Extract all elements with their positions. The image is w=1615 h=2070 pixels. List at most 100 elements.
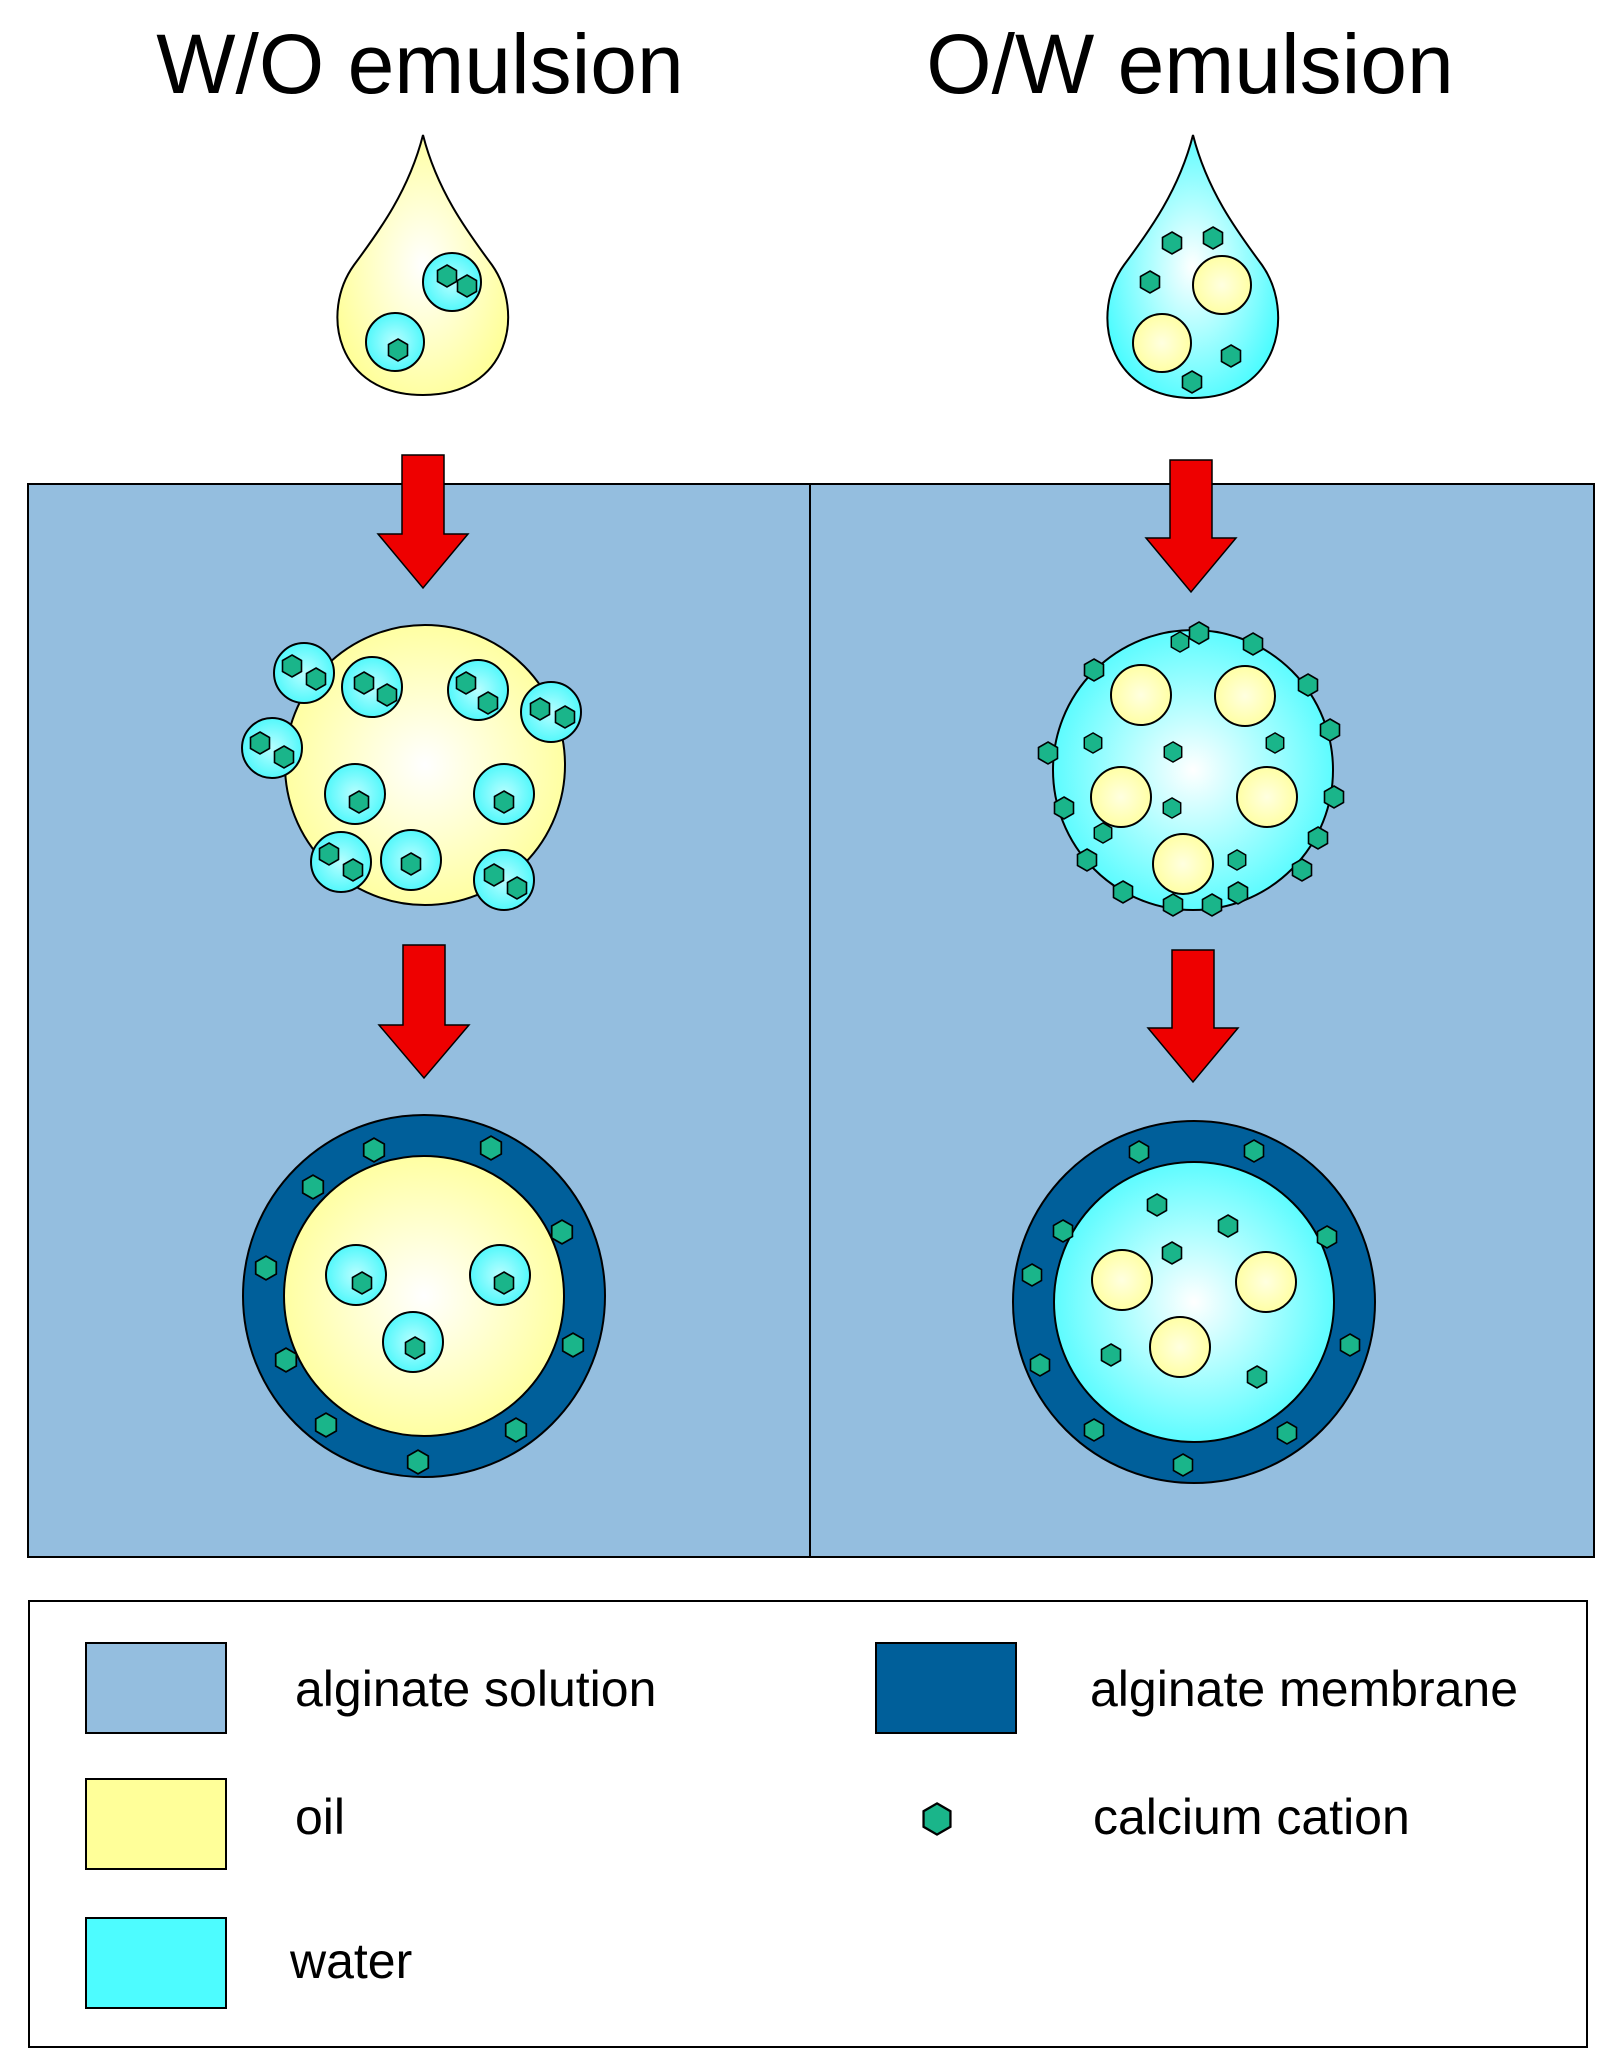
calcium-cation-icon bbox=[1052, 1219, 1074, 1243]
oil-droplet bbox=[1236, 766, 1298, 828]
arrow-left-1 bbox=[376, 454, 470, 590]
legend-swatch-oil bbox=[85, 1778, 227, 1870]
calcium-cation-icon bbox=[561, 1332, 585, 1358]
calcium-cation-icon bbox=[1083, 732, 1103, 754]
legend-label-calcium-cation: calcium cation bbox=[1093, 1789, 1410, 1845]
oil-droplet bbox=[1149, 1316, 1211, 1378]
calcium-cation-icon bbox=[351, 1271, 373, 1295]
calcium-cation-icon bbox=[1181, 370, 1203, 394]
calcium-cation-icon bbox=[1083, 1418, 1105, 1442]
oil-droplet bbox=[1235, 1251, 1297, 1313]
calcium-cation-icon bbox=[1202, 226, 1224, 250]
calcium-cation-icon bbox=[348, 790, 370, 814]
calcium-cation-icon bbox=[554, 705, 576, 729]
calcium-cation-icon bbox=[1163, 741, 1183, 763]
calcium-cation-icon bbox=[318, 842, 340, 866]
calcium-cation-icon bbox=[483, 863, 505, 887]
calcium-cation-icon bbox=[342, 858, 364, 882]
calcium-cation-icon bbox=[1265, 732, 1285, 754]
legend-label-alginate-membrane: alginate membrane bbox=[1090, 1661, 1519, 1717]
oil-droplet bbox=[1152, 833, 1214, 895]
calcium-cation-icon bbox=[1128, 1140, 1150, 1164]
calcium-cation-icon bbox=[254, 1255, 278, 1281]
calcium-cation-icon bbox=[1112, 880, 1134, 904]
oil-droplet bbox=[1110, 664, 1172, 726]
calcium-cation-icon bbox=[1100, 1343, 1122, 1367]
legend-swatch-water bbox=[85, 1917, 227, 2009]
calcium-cation-icon bbox=[1093, 822, 1113, 844]
calcium-cation-icon bbox=[1243, 1139, 1265, 1163]
calcium-cation-icon bbox=[550, 1219, 574, 1245]
calcium-cation-icon bbox=[305, 667, 327, 691]
calcium-cation-icon bbox=[274, 1347, 298, 1373]
wo-capsule bbox=[242, 1114, 606, 1478]
calcium-cation-icon bbox=[1076, 848, 1098, 872]
arrow-right-2 bbox=[1146, 949, 1240, 1084]
calcium-cation-icon bbox=[1037, 741, 1059, 765]
legend-label-alginate-solution: alginate solution bbox=[295, 1661, 657, 1717]
calcium-cation-icon bbox=[1172, 1453, 1194, 1477]
calcium-cation-icon bbox=[1297, 673, 1319, 697]
calcium-cation-icon bbox=[1201, 893, 1223, 917]
ow-emulsion-title: O/W emulsion bbox=[926, 17, 1454, 111]
arrow-left-2 bbox=[377, 944, 471, 1080]
legend-swatch-alginate-membrane bbox=[875, 1642, 1017, 1734]
calcium-cation-icon bbox=[479, 1135, 503, 1161]
calcium-cation-icon bbox=[1316, 1225, 1338, 1249]
calcium-cation-icon bbox=[477, 691, 499, 715]
calcium-cation-icon bbox=[353, 671, 375, 695]
calcium-cation-icon bbox=[506, 876, 528, 900]
legend-swatch-alginate-solution bbox=[85, 1642, 227, 1734]
calcium-cation-icon bbox=[1242, 632, 1264, 656]
oil-droplet bbox=[1090, 766, 1152, 828]
calcium-cation-icon bbox=[1053, 796, 1075, 820]
calcium-cation-icon bbox=[1246, 1365, 1268, 1389]
calcium-cation-icon bbox=[1021, 1263, 1043, 1287]
calcium-cation-icon bbox=[1170, 631, 1190, 653]
calcium-cation-icon bbox=[273, 745, 295, 769]
calcium-cation-icon bbox=[1029, 1353, 1051, 1377]
calcium-cation-icon bbox=[436, 264, 458, 288]
calcium-cation-icon bbox=[1188, 621, 1210, 645]
wo-droplet bbox=[336, 134, 510, 397]
calcium-cation-icon bbox=[493, 1271, 515, 1295]
calcium-cation-icon bbox=[1083, 658, 1105, 682]
calcium-cation-icon bbox=[1217, 1214, 1239, 1238]
calcium-cation-icon bbox=[1319, 718, 1341, 742]
calcium-cation-icon bbox=[314, 1412, 338, 1438]
legend: alginate solution alginate membrane oil … bbox=[28, 1600, 1588, 2048]
calcium-cation-icon bbox=[362, 1137, 386, 1163]
calcium-cation-icon bbox=[493, 790, 515, 814]
oil-droplet bbox=[1091, 1249, 1153, 1311]
calcium-cation-icon bbox=[1146, 1193, 1168, 1217]
calcium-cation-icon bbox=[1162, 893, 1184, 917]
calcium-cation-icon bbox=[376, 683, 398, 707]
water-droplet bbox=[447, 659, 509, 721]
calcium-cation-icon bbox=[1162, 797, 1182, 819]
oil-droplet bbox=[1132, 313, 1192, 373]
oil-droplet bbox=[1214, 665, 1276, 727]
calcium-cation-icon bbox=[1227, 881, 1249, 905]
calcium-cation-icon bbox=[1161, 1241, 1183, 1265]
calcium-cation-icon bbox=[1139, 270, 1161, 294]
calcium-cation-icon bbox=[406, 1449, 430, 1475]
legend-label-water: water bbox=[290, 1933, 413, 1989]
calcium-cation-icon bbox=[404, 1336, 426, 1360]
calcium-cation-icon bbox=[1220, 344, 1242, 368]
calcium-cation-icon bbox=[1307, 826, 1329, 850]
legend-calcium-cation-icon bbox=[922, 1802, 952, 1836]
calcium-cation-icon bbox=[400, 852, 422, 876]
calcium-cation-icon bbox=[1276, 1421, 1298, 1445]
calcium-cation-icon bbox=[456, 274, 478, 298]
calcium-cation-icon bbox=[1291, 858, 1313, 882]
oil-droplet bbox=[1192, 255, 1252, 315]
wo-emulsion-title: W/O emulsion bbox=[156, 17, 684, 111]
calcium-cation-icon bbox=[301, 1174, 325, 1200]
calcium-cation-icon bbox=[504, 1417, 528, 1443]
calcium-cation-icon bbox=[281, 654, 303, 678]
water-droplet bbox=[310, 831, 372, 893]
legend-label-oil: oil bbox=[295, 1789, 346, 1845]
ow-capsule bbox=[1012, 1120, 1376, 1484]
calcium-cation-icon bbox=[1323, 785, 1345, 809]
